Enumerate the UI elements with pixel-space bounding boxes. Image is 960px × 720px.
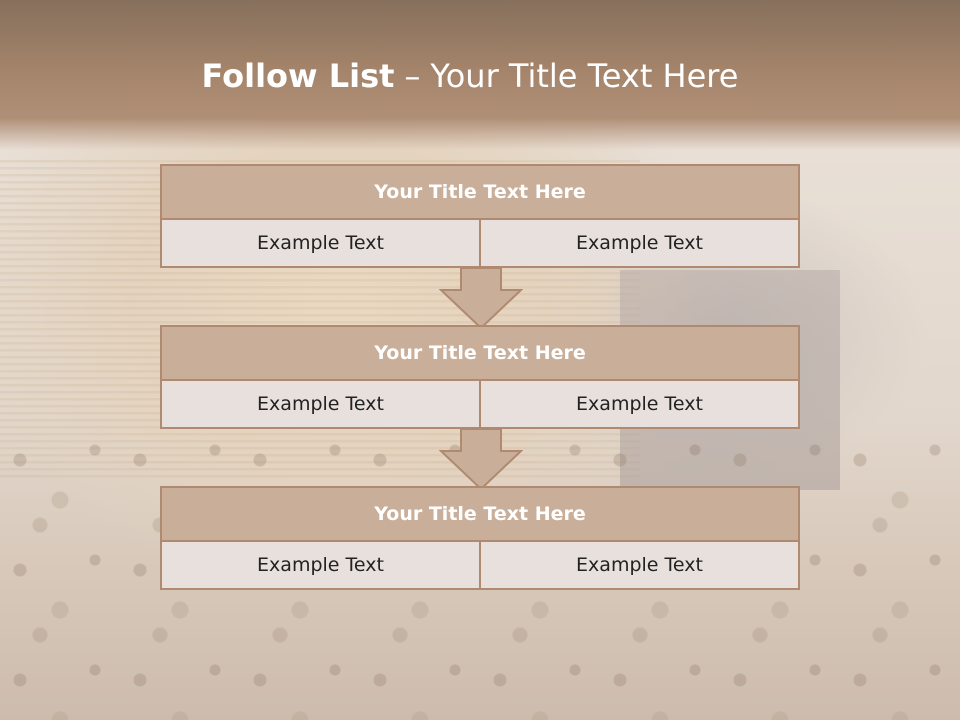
block-row: Example Text Example Text (160, 540, 800, 590)
block-cell-right: Example Text (479, 379, 800, 429)
block-cell-left: Example Text (160, 218, 481, 268)
list-block-3: Your Title Text Here Example Text Exampl… (160, 486, 800, 590)
down-arrow-icon (439, 268, 523, 330)
block-cell-right: Example Text (479, 218, 800, 268)
block-cell-left: Example Text (160, 540, 481, 590)
title-rest: Your Title Text Here (430, 57, 739, 95)
block-row: Example Text Example Text (160, 379, 800, 429)
block-heading: Your Title Text Here (160, 486, 800, 542)
down-arrow-icon (439, 429, 523, 491)
block-cell-right: Example Text (479, 540, 800, 590)
block-heading: Your Title Text Here (160, 164, 800, 220)
list-block-1: Your Title Text Here Example Text Exampl… (160, 164, 800, 268)
block-cell-left: Example Text (160, 379, 481, 429)
block-row: Example Text Example Text (160, 218, 800, 268)
block-heading: Your Title Text Here (160, 325, 800, 381)
list-block-2: Your Title Text Here Example Text Exampl… (160, 325, 800, 429)
title-separator: – (404, 57, 421, 95)
slide-title: Follow List–Your Title Text Here (0, 52, 940, 100)
title-strong: Follow List (201, 57, 395, 95)
